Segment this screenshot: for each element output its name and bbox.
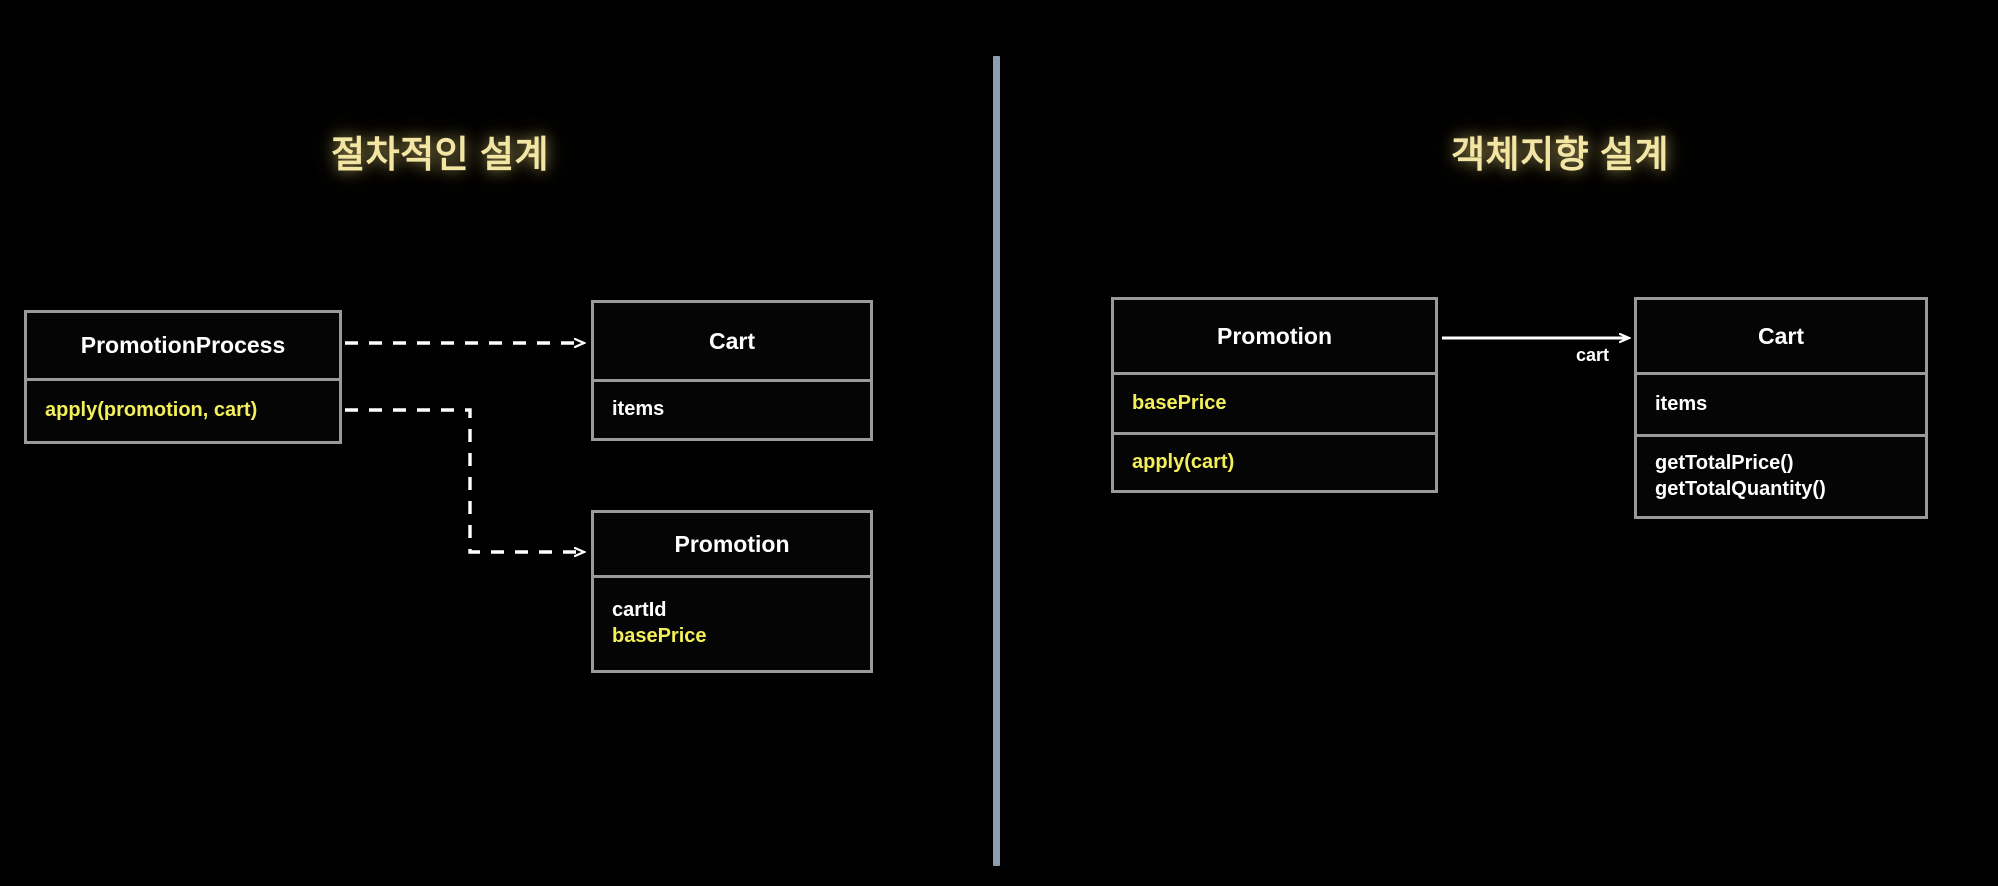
uml-class-promotionprocess[interactable]: PromotionProcess apply(promotion, cart): [24, 310, 342, 444]
connector-promotionprocess-to-promotion: [345, 408, 583, 552]
connector-label-cart: cart: [1576, 345, 1610, 365]
uml-class-cart-right[interactable]: Cart items getTotalPrice() getTotalQuant…: [1634, 297, 1928, 519]
field-baseprice: basePrice: [612, 625, 707, 647]
right-panel-title: 객체지향 설계: [1450, 134, 1670, 175]
class-methods: getTotalPrice() getTotalQuantity(): [1637, 434, 1925, 516]
method-apply: apply(cart): [1132, 450, 1235, 473]
panel-divider: [993, 56, 1000, 866]
class-header: Promotion: [1114, 300, 1435, 372]
method-gettotalquantity: getTotalQuantity(): [1655, 477, 1826, 500]
field-items: items: [1655, 392, 1708, 415]
class-header: Promotion: [594, 513, 870, 575]
uml-class-promotion-right[interactable]: Promotion basePrice apply(cart): [1111, 297, 1438, 493]
class-name: Promotion: [674, 530, 790, 557]
field-baseprice: basePrice: [1132, 391, 1227, 414]
class-fields: items: [594, 379, 870, 438]
field-items: items: [612, 398, 665, 421]
class-name: Cart: [1757, 322, 1804, 349]
uml-class-cart-left[interactable]: Cart items: [591, 300, 873, 441]
method-apply: apply(promotion, cart): [45, 399, 258, 422]
class-methods: apply(promotion, cart): [27, 378, 339, 441]
left-panel-title: 절차적인 설계: [330, 134, 550, 175]
class-name: PromotionProcess: [80, 332, 286, 358]
class-fields: cartId basePrice: [594, 575, 870, 670]
class-fields: items: [1637, 372, 1925, 434]
method-gettotalprice: getTotalPrice(): [1655, 451, 1794, 474]
class-name: Cart: [708, 327, 755, 354]
uml-class-promotion-left[interactable]: Promotion cartId basePrice: [591, 510, 873, 673]
class-header: Cart: [1637, 300, 1925, 372]
class-header: PromotionProcess: [27, 313, 339, 378]
class-header: Cart: [594, 303, 870, 379]
class-name: Promotion: [1217, 322, 1332, 349]
field-cartid: cartId: [612, 599, 667, 622]
class-methods: apply(cart): [1114, 432, 1435, 490]
class-fields: basePrice: [1114, 372, 1435, 432]
